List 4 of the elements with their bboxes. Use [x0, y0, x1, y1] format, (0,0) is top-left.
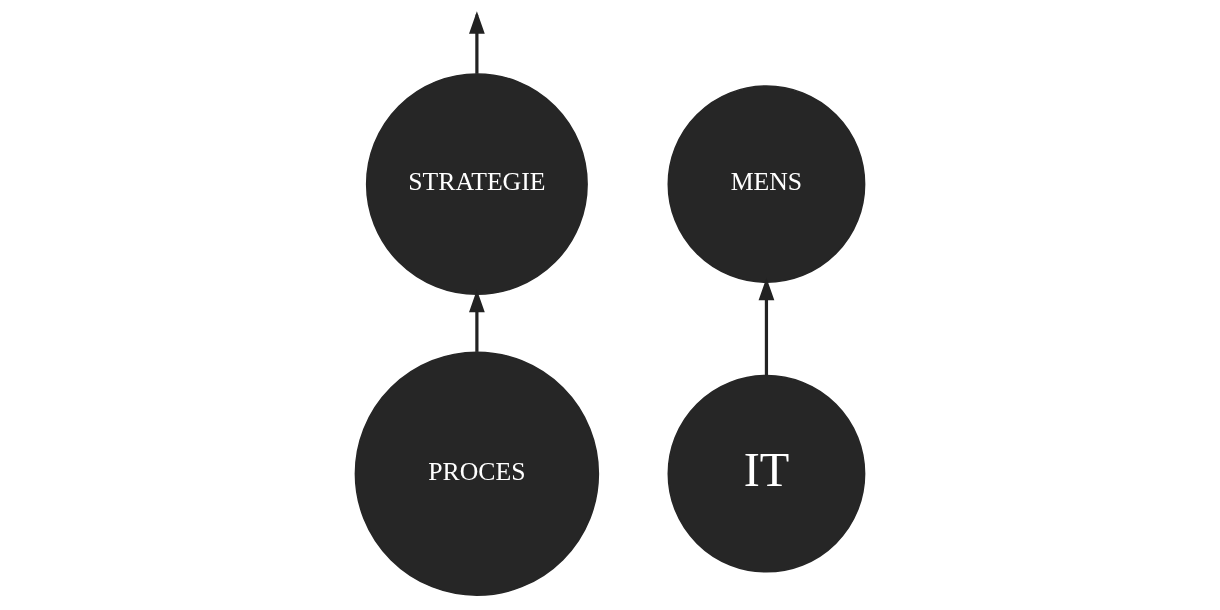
node-circle: PROCES — [354, 351, 600, 596]
node-circle: STRATEGIE — [365, 73, 588, 296]
node-circle: MENS — [667, 85, 866, 284]
node-circle: IT — [667, 374, 866, 573]
